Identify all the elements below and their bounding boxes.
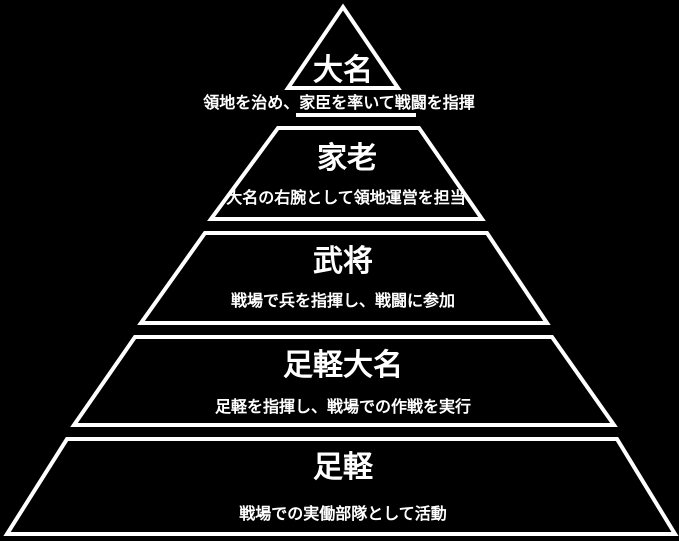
tier-karo-description: 大名の右腕として領地運営を担当	[226, 188, 466, 207]
tier-ashigaru-shape	[3, 437, 679, 536]
tier-busho-description: 戦場で兵を指揮し、戦闘に参加	[231, 291, 455, 310]
tier-busho: 武将 戦場で兵を指揮し、戦闘に参加	[137, 231, 551, 325]
tier-ashigaru-title: 足軽	[313, 450, 374, 485]
tier-daimyo-underline	[296, 113, 416, 117]
tier-daimyo-description: 領地を治め、家臣を率いて戦闘を指揮	[203, 93, 475, 112]
tier-ashigaru-daimyo-shape	[70, 335, 618, 427]
tier-busho-shape	[137, 231, 551, 325]
tier-ashigaru-description: 戦場での実働部隊として活動	[239, 504, 447, 523]
tier-busho-title: 武将	[313, 244, 373, 279]
tier-karo-shape	[207, 126, 486, 221]
tier-daimyo-title: 大名	[313, 53, 373, 88]
tier-ashigaru-daimyo-title: 足軽大名	[283, 348, 403, 383]
tier-ashigaru-daimyo-description: 足軽を指揮し、戦場での作戦を実行	[215, 397, 471, 416]
tier-karo: 家老 大名の右腕として領地運営を担当	[207, 126, 486, 221]
tier-karo-title: 家老	[317, 141, 377, 176]
tier-ashigaru: 足軽 戦場での実働部隊として活動	[3, 437, 679, 536]
tier-daimyo-shape	[284, 3, 402, 90]
tier-daimyo: 大名 領地を治め、家臣を率いて戦闘を指揮	[203, 3, 475, 112]
tier-ashigaru-daimyo: 足軽大名 足軽を指揮し、戦場での作戦を実行	[70, 335, 618, 427]
